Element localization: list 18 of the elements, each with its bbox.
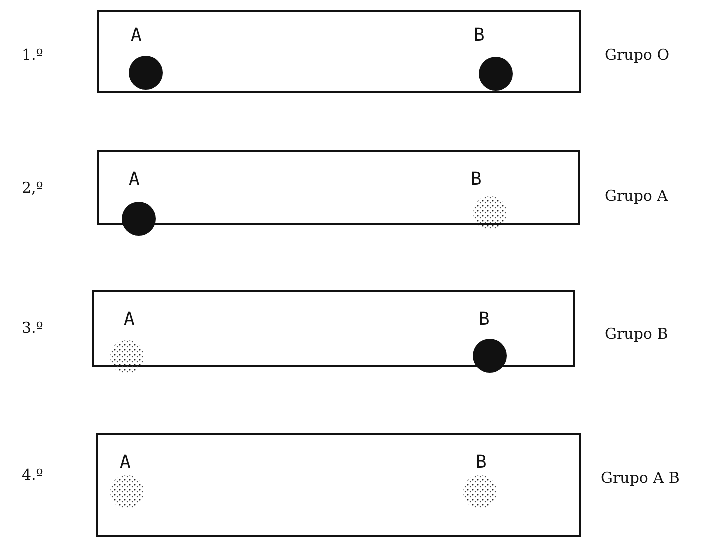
slide-box <box>96 433 581 537</box>
slide-box <box>97 10 581 93</box>
blood-group-label: Grupo B <box>605 325 668 343</box>
well-label: B <box>479 310 490 330</box>
well-label: B <box>474 26 485 46</box>
blood-group-label: Grupo O <box>605 46 670 64</box>
well-label: B <box>471 170 482 190</box>
row-number: 1.º <box>22 46 44 64</box>
blood-group-label: Grupo A B <box>601 469 680 487</box>
well-label: A <box>129 170 140 190</box>
blood-group-label: Grupo A <box>605 187 668 205</box>
well-label: A <box>120 453 131 473</box>
well-label: B <box>476 453 487 473</box>
row-number: 2,º <box>22 179 44 197</box>
row-number: 4.º <box>22 466 44 484</box>
well-label: A <box>131 26 142 46</box>
row-number: 3.º <box>22 319 44 337</box>
well-label: A <box>124 310 135 330</box>
